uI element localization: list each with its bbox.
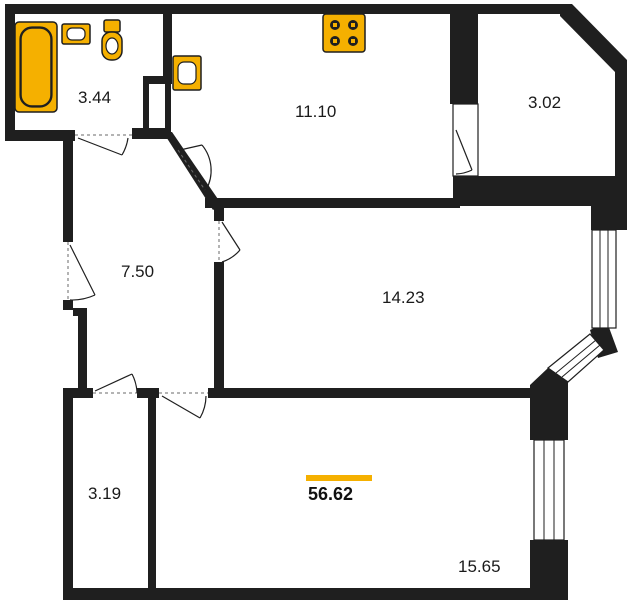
- window-bedroom: [533, 439, 565, 541]
- room-labels: 3.44 11.10 3.02 7.50 14.23 3.19 15.65: [78, 88, 561, 576]
- room-area-storage: 3.19: [88, 484, 121, 503]
- kitchen-sink-icon: [172, 55, 202, 91]
- room-area-bathroom: 3.44: [78, 88, 111, 107]
- door-loggia[interactable]: [455, 129, 473, 175]
- walls: [5, 4, 627, 600]
- stove-icon: [322, 13, 366, 53]
- door-living[interactable]: [218, 221, 241, 263]
- door-storage[interactable]: [93, 373, 138, 394]
- room-area-living-room: 14.23: [382, 288, 425, 307]
- room-area-loggia: 3.02: [528, 93, 561, 112]
- door-entrance[interactable]: [67, 242, 96, 301]
- windows: [452, 103, 617, 541]
- door-kitchen[interactable]: [177, 144, 212, 191]
- sink-icon: [61, 23, 91, 45]
- window-living-diagonal: [547, 333, 605, 383]
- room-area-hallway: 7.50: [121, 262, 154, 281]
- door-bedroom[interactable]: [159, 392, 208, 419]
- door-bathroom[interactable]: [75, 134, 132, 156]
- total-area-value: 56.62: [308, 484, 353, 504]
- toilet-icon: [101, 19, 123, 61]
- room-area-bedroom: 15.65: [458, 557, 501, 576]
- bathtub-icon: [14, 21, 58, 113]
- room-area-kitchen: 11.10: [295, 102, 336, 121]
- loggia-door: [452, 103, 479, 177]
- total-area-accent-bar: [306, 475, 372, 481]
- doors: [67, 129, 473, 419]
- window-living-right: [591, 229, 617, 329]
- total-area: 56.62: [306, 475, 372, 504]
- fixtures: [14, 13, 366, 113]
